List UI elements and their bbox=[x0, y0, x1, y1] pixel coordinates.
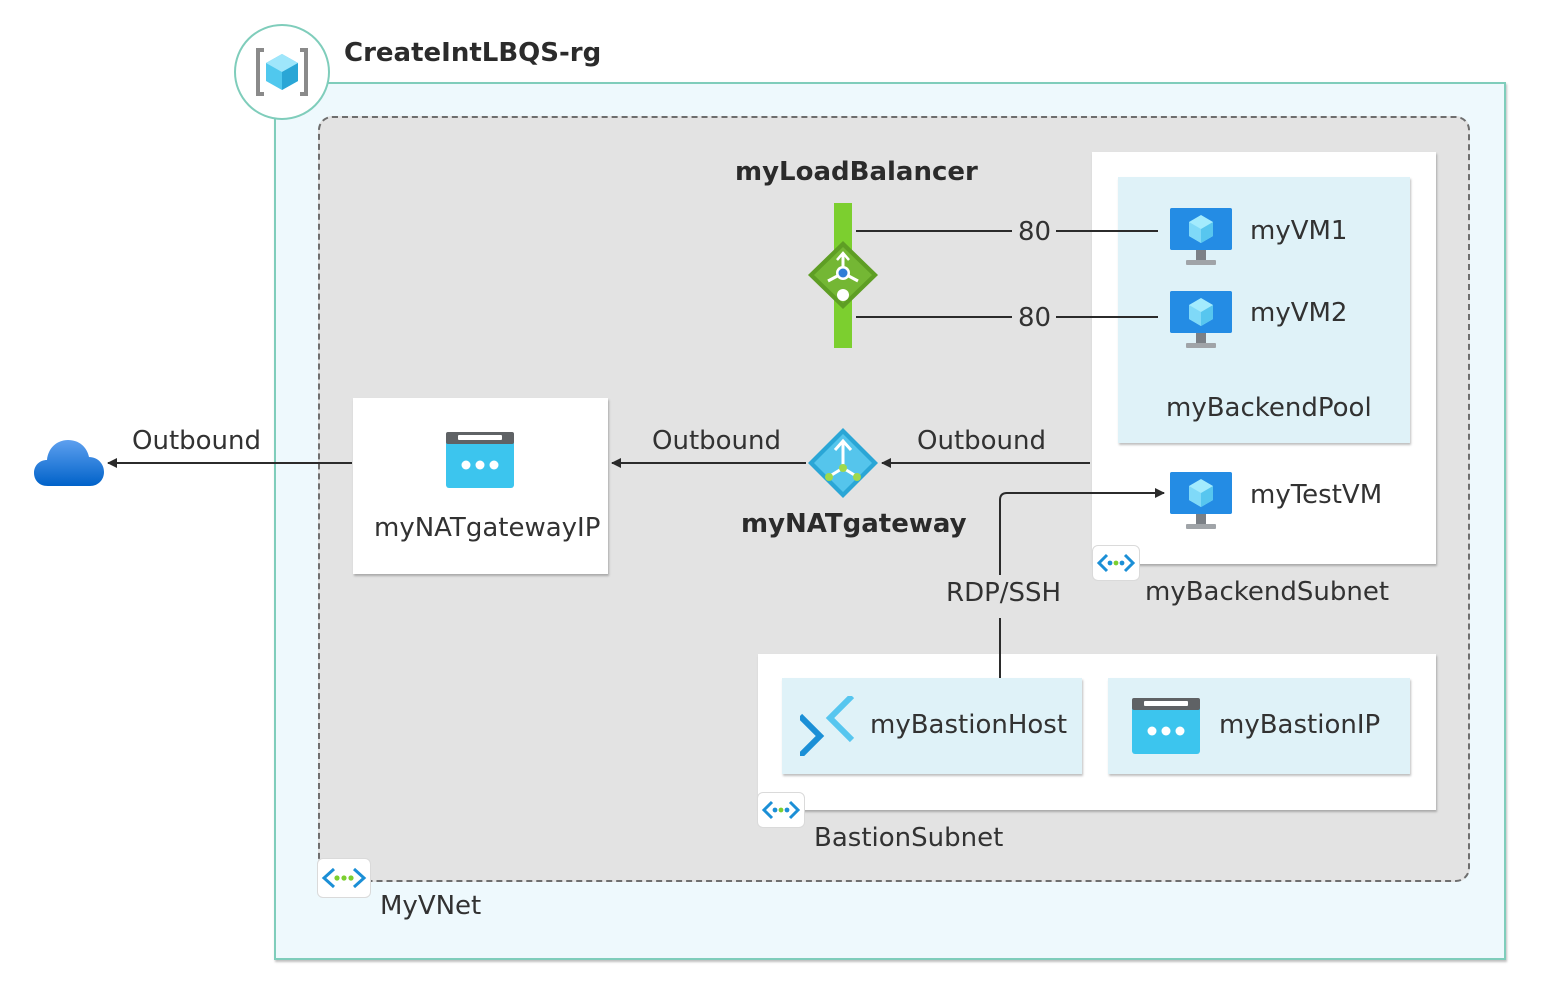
vnet-badge bbox=[317, 858, 371, 898]
test-vm-icon bbox=[1170, 472, 1232, 529]
nat-ip-name: myNATgatewayIP bbox=[374, 513, 601, 543]
subnet-icon bbox=[1096, 553, 1136, 573]
bastion-subnet-badge bbox=[757, 792, 805, 828]
port-vm2-label: 80 bbox=[1018, 303, 1052, 333]
nat-gateway-icon bbox=[808, 428, 878, 498]
bastion-subnet-name: BastionSubnet bbox=[814, 823, 1004, 853]
load-balancer-icon bbox=[808, 203, 878, 348]
bastion-ip-name: myBastionIP bbox=[1219, 710, 1381, 740]
test-vm-name: myTestVM bbox=[1250, 480, 1383, 510]
bastion-public-ip-icon bbox=[1132, 698, 1200, 754]
outbound-subnet-label: Outbound bbox=[917, 426, 1047, 456]
vm2-name: myVM2 bbox=[1250, 298, 1348, 328]
bastion-icon bbox=[800, 696, 854, 756]
outbound-nat-ip-label: Outbound bbox=[652, 426, 782, 456]
vnet-icon bbox=[321, 867, 367, 889]
resource-group-icon bbox=[256, 48, 308, 96]
bastion-host-box bbox=[782, 678, 1082, 774]
vm1-icon bbox=[1170, 208, 1232, 265]
load-balancer-name: myLoadBalancer bbox=[735, 157, 978, 187]
bastion-to-testvm-arrow bbox=[999, 488, 1165, 575]
resource-group-name: CreateIntLBQS-rg bbox=[344, 38, 602, 68]
vm1-name: myVM1 bbox=[1250, 216, 1348, 246]
cloud-icon bbox=[34, 440, 104, 486]
backend-pool-box bbox=[1118, 177, 1410, 443]
port-vm1-label: 80 bbox=[1018, 217, 1052, 247]
outbound-internet-label: Outbound bbox=[132, 426, 262, 456]
backend-subnet-badge bbox=[1092, 545, 1140, 581]
backend-subnet-name: myBackendSubnet bbox=[1145, 577, 1390, 607]
bastion-host-name: myBastionHost bbox=[870, 710, 1068, 740]
bastion-subnet-icon bbox=[761, 800, 801, 820]
backend-pool-name: myBackendPool bbox=[1166, 393, 1372, 423]
rdp-ssh-label: RDP/SSH bbox=[946, 578, 1062, 608]
vm2-icon bbox=[1170, 291, 1232, 348]
resource-group-badge bbox=[234, 24, 330, 120]
vnet-name: MyVNet bbox=[380, 891, 482, 921]
public-ip-icon bbox=[446, 432, 514, 488]
nat-gateway-name: myNATgateway bbox=[741, 509, 967, 539]
